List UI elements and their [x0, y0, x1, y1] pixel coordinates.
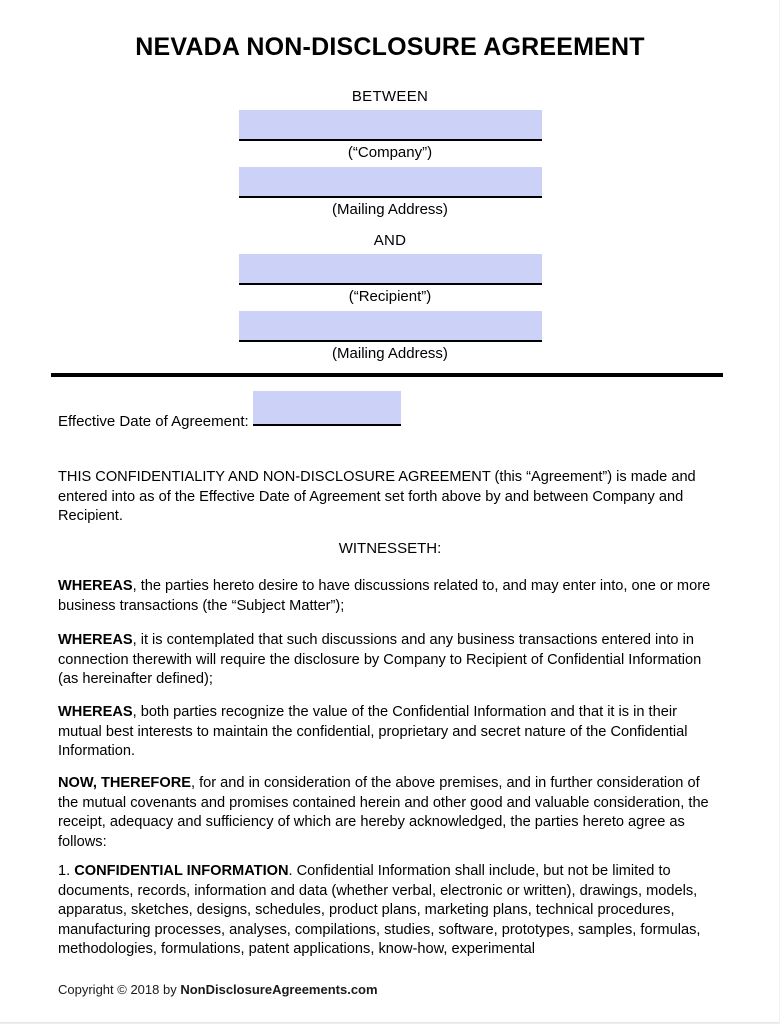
recital-paragraph-4: NOW, THEREFORE, for and in consideration…: [58, 774, 722, 852]
page-title: NEVADA NON-DISCLOSURE AGREEMENT: [135, 33, 645, 61]
recital-body-3: , both parties recognize the value of th…: [58, 704, 688, 760]
recital-paragraph-2: WHEREAS, it is contemplated that such di…: [58, 631, 722, 690]
recital-body-1: , the parties hereto desire to have disc…: [58, 578, 711, 614]
effective-date-rule: [252, 424, 401, 426]
company-address-input[interactable]: [238, 167, 542, 196]
recital-paragraph-1: WHEREAS, the parties hereto desire to ha…: [58, 577, 722, 616]
witnesseth-heading: WITNESSETH:: [338, 540, 442, 557]
effective-date-row: Effective Date of Agreement:: [58, 391, 401, 430]
effective-date-field[interactable]: [252, 391, 401, 426]
section-divider: [51, 373, 723, 377]
effective-date-label: Effective Date of Agreement:: [58, 413, 249, 430]
party-block-recipient: AND (“Recipient”) (Mailing Address): [0, 232, 779, 363]
footer-copyright: Copyright © 2018 by NonDisclosureAgreeme…: [58, 982, 378, 997]
section-1-body: . Confidential Information shall include…: [58, 863, 701, 958]
party-heading-between: BETWEEN: [351, 88, 429, 105]
company-name-field-row: [238, 110, 542, 141]
recipient-name-field-row: [238, 254, 542, 285]
section-1-heading: CONFIDENTIAL INFORMATION: [74, 863, 289, 879]
company-address-rule: [238, 196, 542, 198]
recipient-name-caption: (“Recipient”): [348, 288, 432, 305]
recital-paragraph-3: WHEREAS, both parties recognize the valu…: [58, 703, 722, 762]
recipient-address-rule: [238, 340, 542, 342]
recipient-address-field-row: [238, 311, 542, 342]
section-1-paragraph: 1. CONFIDENTIAL INFORMATION. Confidentia…: [58, 862, 722, 960]
recipient-address-input[interactable]: [238, 311, 542, 340]
recipient-address-caption: (Mailing Address): [332, 345, 448, 362]
recital-lead-1: WHEREAS: [58, 578, 133, 594]
party-block-company: BETWEEN (“Company”) (Mailing Address): [0, 88, 779, 219]
page-bottom-edge: [0, 1022, 779, 1023]
recipient-name-input[interactable]: [238, 254, 542, 283]
recipient-name-rule: [238, 283, 542, 285]
copyright-text: Copyright © 2018 by: [58, 982, 181, 997]
footer-site-name: NonDisclosureAgreements.com: [180, 982, 378, 997]
company-address-field-row: [238, 167, 542, 198]
recital-lead-2: WHEREAS: [58, 632, 133, 648]
company-name-input[interactable]: [238, 110, 542, 139]
party-heading-and: AND: [373, 232, 407, 249]
company-name-caption: (“Company”): [347, 144, 433, 161]
company-name-rule: [238, 139, 542, 141]
preamble-paragraph: THIS CONFIDENTIALITY AND NON-DISCLOSURE …: [58, 469, 696, 525]
recital-body-4: , for and in consideration of the above …: [58, 775, 709, 850]
recital-body-2: , it is contemplated that such discussio…: [58, 632, 702, 688]
recital-lead-4: NOW, THEREFORE: [58, 775, 191, 791]
recital-lead-3: WHEREAS: [58, 704, 133, 720]
section-1-number: 1.: [58, 863, 71, 879]
effective-date-input[interactable]: [252, 391, 401, 424]
company-address-caption: (Mailing Address): [332, 201, 448, 218]
